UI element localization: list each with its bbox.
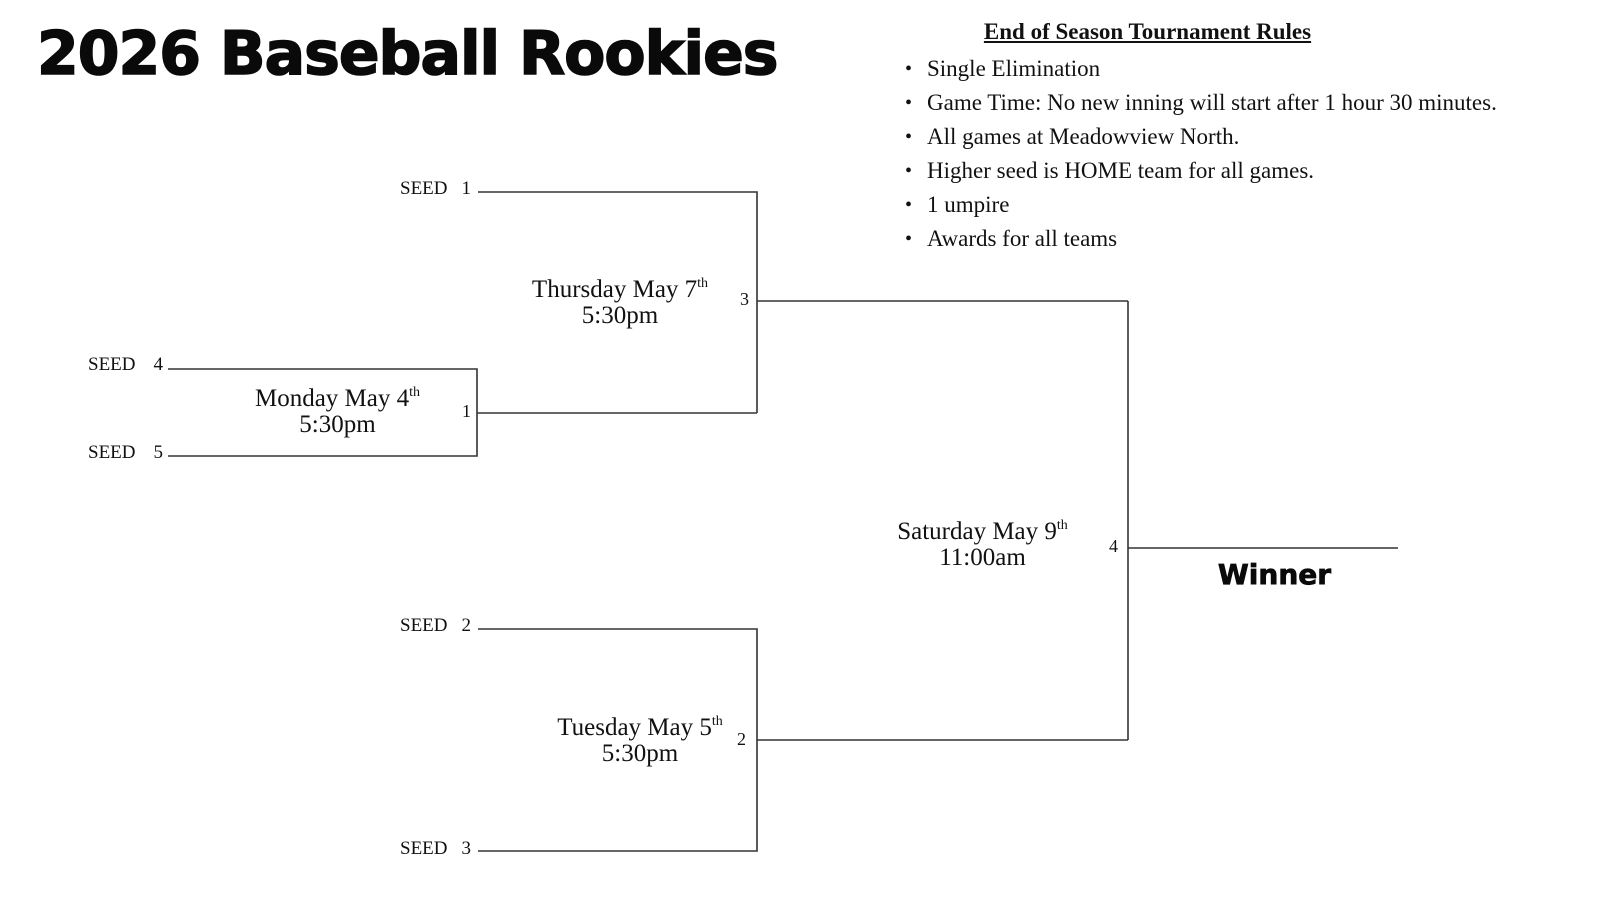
- game-1-time: 5:30pm: [299, 411, 376, 438]
- game-3-number: 3: [740, 289, 749, 309]
- game-3-day: Thursday May 7th: [531, 276, 709, 303]
- rules-list: •Single Elimination •Game Time: No new i…: [905, 52, 1575, 256]
- page-title: 2026 Baseball Rookies: [36, 18, 779, 90]
- game-1-day: Monday May 4th: [254, 385, 421, 412]
- game-4-number: 4: [1109, 536, 1118, 556]
- bullet-icon: •: [905, 228, 913, 250]
- bullet-icon: •: [905, 58, 913, 80]
- tournament-rules: End of Season Tournament Rules •Single E…: [905, 18, 1575, 256]
- bullet-icon: •: [905, 160, 913, 182]
- rule-item: •Higher seed is HOME team for all games.: [905, 154, 1575, 188]
- bullet-icon: •: [905, 194, 913, 216]
- bullet-icon: •: [905, 126, 913, 148]
- winner-label: Winner: [1217, 558, 1332, 592]
- rule-item: •Game Time: No new inning will start aft…: [905, 86, 1575, 120]
- rules-heading: End of Season Tournament Rules: [983, 19, 1312, 44]
- game-1-number: 1: [462, 401, 471, 421]
- game-2-day: Tuesday May 5th: [557, 714, 723, 741]
- game-3-schedule: Thursday May 7th 5:30pm: [520, 277, 720, 329]
- rule-item: •All games at Meadowview North.: [905, 120, 1575, 154]
- game-1-schedule: Monday May 4th 5:30pm: [245, 386, 430, 438]
- game-2-time: 5:30pm: [601, 740, 679, 767]
- game-4-day: Saturday May 9th: [897, 518, 1068, 545]
- game-2-number: 2: [737, 729, 746, 749]
- game-4-schedule: Saturday May 9th 11:00am: [885, 519, 1080, 571]
- game-2-schedule: Tuesday May 5th 5:30pm: [545, 715, 735, 767]
- rule-item: •1 umpire: [905, 188, 1575, 222]
- game-4-time: 11:00am: [939, 544, 1026, 571]
- rule-item: •Awards for all teams: [905, 222, 1575, 256]
- rule-item: •Single Elimination: [905, 52, 1575, 86]
- bracket-line-game3: [478, 191, 758, 413]
- game-3-time: 5:30pm: [581, 302, 659, 329]
- bullet-icon: •: [905, 92, 913, 114]
